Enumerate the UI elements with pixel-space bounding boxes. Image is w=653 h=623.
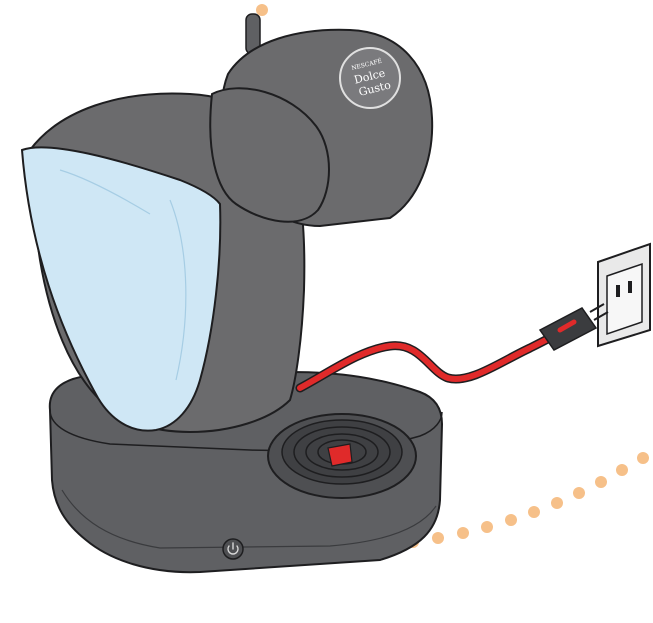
brand-logo: NESCAFÉ Dolce Gusto [340,48,400,108]
machine-head [210,14,432,226]
annotation-dot-lever [256,4,268,16]
power-button[interactable] [223,539,243,559]
water-tank [22,147,220,430]
wall-outlet-icon [598,244,650,346]
capsule-holder-icon [268,414,416,498]
